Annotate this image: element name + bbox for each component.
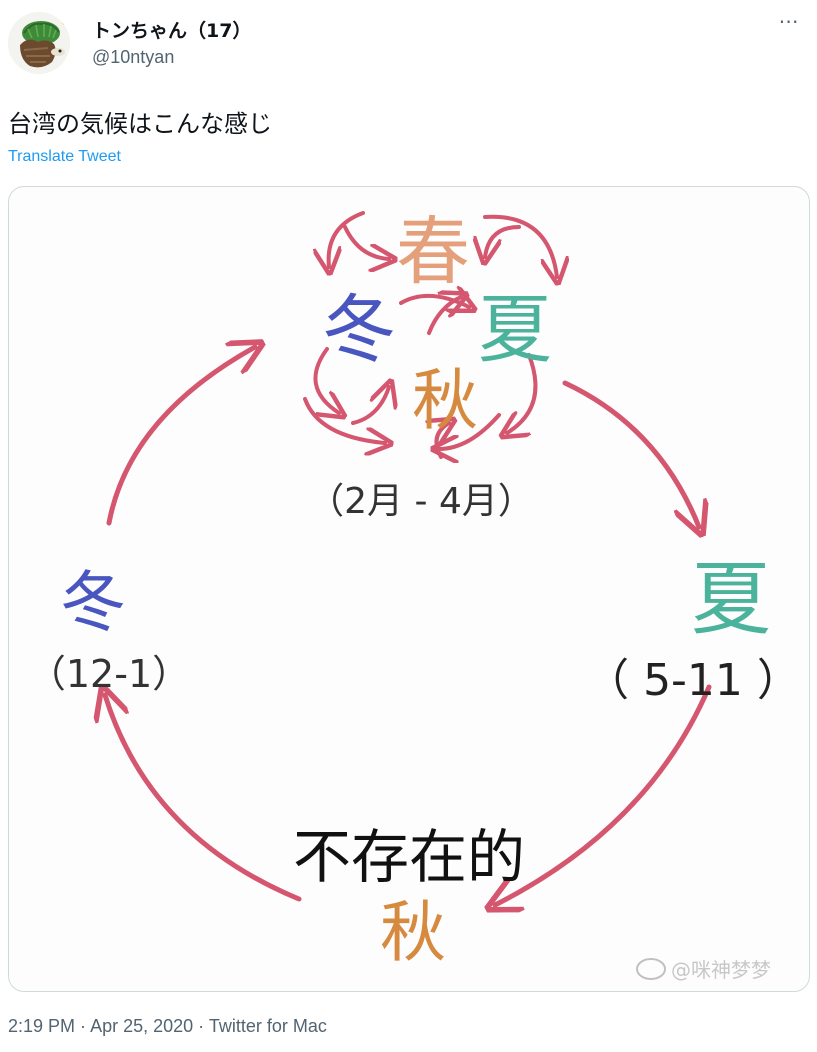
cluster-range: （2月 - 4月） <box>308 481 534 522</box>
spring-label: 春 <box>396 209 470 295</box>
winter-label: 冬 <box>60 564 126 641</box>
separator: · <box>75 1016 91 1036</box>
avatar[interactable]: ✨ <box>8 12 70 74</box>
tweet-date[interactable]: Apr 25, 2020 <box>90 1016 194 1036</box>
tweet-text: 台湾の気候はこんな感じ <box>8 110 272 138</box>
cluster-winter-label: 冬 <box>322 287 396 373</box>
chaos-arrows <box>303 211 557 457</box>
cluster-autumn-label: 秋 <box>412 362 478 439</box>
summer-label: 夏 <box>691 553 771 646</box>
winter-range: （12-1） <box>28 652 190 696</box>
svg-text:@咪神梦梦: @咪神梦梦 <box>671 958 771 982</box>
summer-range: （ 5-11 ） <box>585 655 801 706</box>
arrow-cluster-to-summer <box>562 380 699 527</box>
avatar-image: ✨ <box>8 12 70 74</box>
cycle-arrows <box>105 347 712 905</box>
svg-text:✨: ✨ <box>61 16 70 27</box>
more-options-icon[interactable]: ⋯ <box>778 9 800 33</box>
cluster-summer-label: 夏 <box>478 287 552 373</box>
arrow-autumn-to-winter <box>105 695 302 902</box>
season-cycle-diagram: 春 冬 夏 秋 （2月 - 4月） 夏 （ 5-11 ） 冬 （12-1） 不存… <box>28 209 801 982</box>
translate-tweet-link[interactable]: Translate Tweet <box>8 148 121 165</box>
user-handle[interactable]: @10ntyan <box>92 47 175 67</box>
arrow-summer-to-autumn <box>495 684 712 905</box>
watermark: @咪神梦梦 <box>636 958 771 982</box>
tweet-image[interactable]: 春 冬 夏 秋 （2月 - 4月） 夏 （ 5-11 ） 冬 （12-1） 不存… <box>8 186 810 992</box>
source-app-link[interactable]: Twitter for Mac <box>208 1016 327 1036</box>
weibo-logo-icon <box>636 958 666 980</box>
arrow-winter-to-cluster <box>106 347 255 526</box>
tweet-time[interactable]: 2:19 PM <box>8 1016 76 1036</box>
tweet-timestamp: 2:19 PM · Apr 25, 2020 · Twitter for Mac <box>8 1016 327 1037</box>
autumn-label: 秋 <box>380 894 446 971</box>
tweet-header: ✨ トンちゃん（17） @10ntyan ⋯ <box>0 0 817 92</box>
separator: · <box>193 1016 209 1036</box>
autumn-prefix: 不存在的 <box>293 823 525 891</box>
display-name[interactable]: トンちゃん（17） <box>92 20 252 42</box>
